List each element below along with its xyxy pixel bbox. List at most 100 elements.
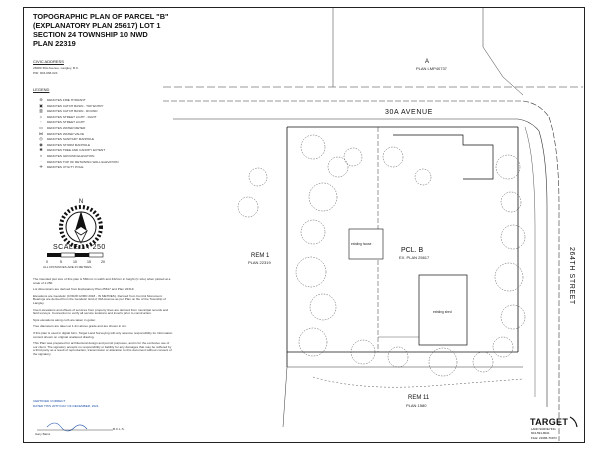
survey-note: Elevations are Geodetic (CVD28 GVRD 2018… (33, 293, 166, 305)
tree-canopy (387, 346, 409, 368)
firm-file-number: FILE: 21086-TOPO (531, 436, 557, 440)
road-264th-street-label: 264TH STREET (568, 247, 575, 305)
legend-item: ▭DENOTES WATER METER (35, 125, 85, 130)
tree-canopy (300, 134, 326, 160)
legend-symbol-icon: ☼ (39, 113, 43, 119)
scale-tick-label: 15 (87, 260, 91, 264)
target-logo-icon (569, 416, 578, 428)
legend-item: ◉ DENOTES STORM MANHOLE (35, 142, 90, 147)
legend-text: DENOTES STREET LIGHT (47, 120, 85, 125)
survey-note: Tree diameters are taken at 1.4m above g… (33, 324, 127, 329)
survey-note: Invert elevations and offsets of service… (33, 307, 169, 316)
plan-sheet: TOPOGRAPHIC PLAN OF PARCEL "B" (EXPLANAT… (23, 7, 585, 443)
legend-item: ☼ DENOTES STREET LIGHT - DAVIT (35, 113, 97, 119)
legend-item: ✱ DENOTES TREE AND CANOPY EXTENT (35, 147, 105, 152)
tree-canopy (472, 351, 494, 373)
legend-symbol-icon: ▭ (39, 125, 43, 130)
legend-text: DENOTES TOP OF RETAINING WALL ELEVATION (47, 159, 119, 164)
tree-canopy (414, 168, 432, 186)
rem-11-plan-label: PLAN 1580 (406, 403, 427, 408)
signature-caption: B.C.L.S. (113, 427, 125, 431)
tree-canopy (500, 191, 522, 213)
legend-symbol-icon: ◉ (39, 141, 43, 147)
rem-1-plan-label: PLAN 22319 (248, 260, 271, 265)
scale-tick-label: 0 (46, 260, 48, 264)
tree-canopy (298, 327, 328, 357)
legend-symbol-icon: ▣ (39, 102, 43, 108)
lot-a-plan-label: PLAN LMP40737 (416, 66, 448, 71)
tree-canopy (237, 196, 259, 218)
civic-address-heading: CIVIC ADDRESS (33, 59, 64, 64)
tree-canopy (248, 167, 268, 187)
legend-item: ▣DENOTES CATCH BASIN - TOP ENTRY (35, 103, 104, 108)
survey-note: Spot elevations along curb are taken in … (33, 317, 96, 322)
parcel-b-label: PCL. B (401, 247, 424, 254)
legend-text: DENOTES GROUND ELEVATION (47, 154, 95, 158)
tree-canopy (500, 224, 526, 250)
surveyor-name: Gary Bains (35, 432, 51, 436)
building-2-label: existing shed (433, 310, 452, 314)
scale-units-note: ALL DISTANCES ARE IN METRES (43, 265, 92, 269)
scale-label: SCALE 1 : 250 (53, 244, 106, 251)
lot-a-label: A (425, 59, 429, 65)
legend-item: ᐧ DENOTES TOP OF RETAINING WALL ELEVATION (35, 159, 118, 164)
tree-canopy (327, 156, 349, 178)
tree-canopy (300, 219, 326, 245)
legend-text: DENOTES TREE AND CANOPY EXTENT (47, 148, 106, 153)
legend-text: DENOTES STREET LIGHT - DAVIT (47, 114, 97, 119)
certification-date: DATED THIS 20TH DAY OF DECEMBER, 2021. (33, 404, 100, 408)
legend-symbol-icon: ᐧ (40, 158, 42, 164)
site-plan-drawing: A PLAN LMP40737 30A AVENUE 264TH STREET … (163, 7, 583, 441)
legend-item: ◦ DENOTES STREET LIGHT (35, 119, 85, 124)
tree-canopy (494, 262, 524, 292)
legend-text: DENOTES UTILITY POLE (47, 165, 84, 170)
legend-text: DENOTES FIRE HYDRANT (47, 98, 86, 102)
tree-canopy (350, 339, 376, 365)
scale-tick-label: 5 (60, 260, 62, 264)
legend-symbol-icon: ⊕ (39, 97, 43, 102)
legend-item: ⊕ DENOTES FIRE HYDRANT (35, 97, 86, 102)
survey-note: The intended plot size of this plan is 5… (33, 277, 171, 285)
legend-symbol-icon: ▥ (39, 108, 43, 114)
sheet-border (23, 7, 585, 443)
rem-11-label: REM 11 (408, 395, 430, 401)
plan-title-line-2: (EXPLANATORY PLAN 25617) LOT 1 (33, 21, 161, 30)
tree-canopy (309, 293, 337, 321)
scale-tick-label: 20 (101, 260, 105, 264)
north-label: N (79, 199, 83, 205)
building-1-label: existing house (351, 242, 372, 246)
legend-item: × DENOTES GROUND ELEVATION (35, 153, 95, 158)
legend-text: DENOTES STORM MANHOLE (47, 142, 91, 147)
tree-canopy (495, 154, 521, 180)
road-30a-avenue-label: 30A AVENUE (385, 109, 433, 116)
civic-address-line-2: PID: 003-038-024 (33, 71, 58, 75)
tree-canopy (308, 182, 338, 212)
legend-text: DENOTES SANITARY MANHOLE (47, 137, 95, 142)
plan-title-line-3: SECTION 24 TOWNSHIP 10 NWD (33, 30, 148, 39)
legend-symbol-icon: ✛ (39, 164, 43, 170)
legend-symbol-icon: ◎ (39, 136, 43, 142)
firm-phone: 604-591-8021 (531, 431, 550, 435)
legend-text: DENOTES WATER VALVE (47, 131, 85, 136)
legend-symbol-icon: ◦ (40, 119, 42, 125)
legend-text: DENOTES CATCH BASIN - ROUND (47, 109, 98, 114)
legend-symbol-icon: × (39, 153, 43, 158)
scale-tick-label: 10 (73, 260, 77, 264)
tree-canopy (500, 304, 526, 330)
survey-note: Lot dimensions are derived from Explanat… (33, 287, 135, 292)
firm-subtitle: LAND SURVEYING (531, 427, 556, 431)
legend-heading: LEGEND (33, 87, 50, 92)
tree-canopy (428, 347, 458, 377)
tree-canopy (343, 147, 363, 167)
legend-symbol-icon: ⋈ (39, 130, 43, 136)
rem-1-label: REM 1 (251, 253, 270, 259)
legend-item: ▥ DENOTES CATCH BASIN - ROUND (35, 108, 97, 113)
survey-notes: The intended plot size of this plan is 5… (33, 277, 173, 360)
signature-area (37, 422, 113, 432)
legend-symbol-icon: ✱ (39, 147, 43, 153)
tree-canopy (492, 336, 514, 358)
civic-address-line-1: 26080 30A Avenue, Langley, B.C. (33, 66, 79, 70)
legend-item: ⋈ DENOTES WATER VALVE (35, 131, 84, 136)
legend-item: ◎ DENOTES SANITARY MANHOLE (35, 136, 94, 141)
plan-title-line-4: PLAN 22319 (33, 39, 76, 48)
